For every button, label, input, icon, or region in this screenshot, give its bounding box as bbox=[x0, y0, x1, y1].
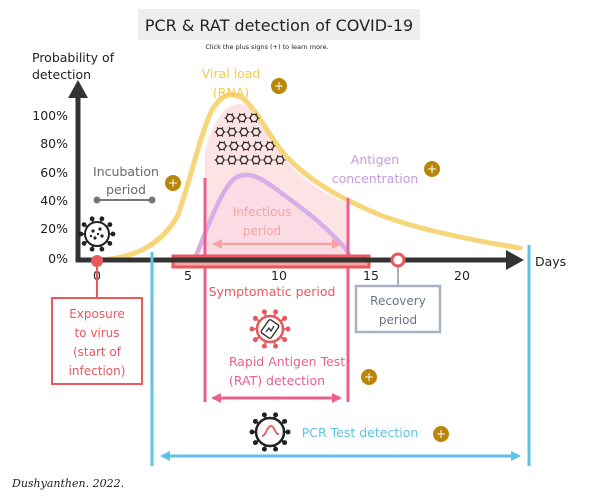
x-tick-label: 15 bbox=[363, 268, 379, 283]
virus-particle-cluster bbox=[214, 112, 286, 166]
virus-particle-icon bbox=[224, 112, 236, 124]
virus-particle-icon bbox=[236, 112, 248, 124]
infectious-label-line2: period bbox=[243, 224, 281, 238]
y-axis-label-line2: detection bbox=[32, 67, 91, 82]
author-signature: Dushyanthen. 2022. bbox=[11, 477, 124, 490]
exposure-box bbox=[51, 297, 143, 385]
antigen-label-line1: Antigen bbox=[351, 152, 399, 167]
virus-particle-icon bbox=[228, 140, 240, 152]
rat-label-line1: Rapid Antigen Test bbox=[229, 354, 345, 369]
rat-label-line2: (RAT) detection bbox=[229, 373, 325, 388]
page-title: PCR & RAT detection of COVID-19 bbox=[145, 16, 413, 35]
x-tick-label: 5 bbox=[184, 268, 192, 283]
virus-particle-icon bbox=[214, 126, 226, 138]
exposure-line1: Exposure bbox=[69, 307, 125, 321]
svg-text:+: + bbox=[436, 427, 446, 441]
title-box bbox=[138, 9, 420, 40]
recovery-dot bbox=[390, 252, 406, 268]
y-tick-label: 0% bbox=[48, 251, 68, 266]
rat-plus-button[interactable]: + bbox=[361, 369, 377, 385]
plus-icon bbox=[271, 78, 287, 94]
rat-test-icon bbox=[249, 309, 291, 349]
x-tick-label: 10 bbox=[271, 268, 287, 283]
antigen-label-line2: concentration bbox=[332, 171, 419, 186]
x-tick-label: 20 bbox=[454, 268, 470, 283]
pcr-label: PCR Test detection bbox=[302, 425, 419, 440]
y-tick-label: 20% bbox=[40, 221, 68, 236]
page-subtitle: Click the plus signs (+) to learn more. bbox=[205, 43, 328, 51]
incubation-label-line1: Incubation bbox=[93, 164, 159, 179]
incubation-label-line2: period bbox=[106, 182, 146, 197]
x-axis-label: Days bbox=[535, 254, 566, 269]
virus-particle-icon bbox=[250, 126, 262, 138]
x-tick-labels: 0 5 10 15 20 bbox=[93, 268, 470, 283]
recovery-line1: Recovery bbox=[370, 294, 426, 308]
y-tick-label: 60% bbox=[40, 165, 68, 180]
virus-particle-icon bbox=[226, 126, 238, 138]
virus-particle-icon bbox=[250, 154, 262, 166]
virus-icon bbox=[78, 216, 116, 252]
y-tick-label: 40% bbox=[40, 193, 68, 208]
virus-particle-icon bbox=[238, 126, 250, 138]
viral-load-label-line2: (RNA) bbox=[213, 85, 249, 100]
symptomatic-label: Symptomatic period bbox=[209, 284, 336, 299]
exposure-dot bbox=[91, 255, 103, 267]
svg-text:+: + bbox=[427, 162, 437, 176]
plus-icon bbox=[424, 161, 440, 177]
virus-particle-icon bbox=[240, 140, 252, 152]
y-axis-arrow bbox=[68, 80, 88, 98]
virus-particle-icon bbox=[274, 154, 286, 166]
incubation-start-dot bbox=[93, 196, 101, 204]
svg-text:+: + bbox=[168, 176, 178, 190]
y-axis-label-line1: Probability of bbox=[32, 50, 115, 65]
svg-text:+: + bbox=[274, 79, 284, 93]
plus-icon bbox=[361, 369, 377, 385]
viral-load-plus-button[interactable]: + bbox=[271, 78, 287, 94]
recovery-box bbox=[354, 284, 442, 334]
infectious-shading bbox=[205, 104, 348, 260]
exposure-line3: (start of bbox=[73, 345, 122, 359]
virus-particle-icon bbox=[252, 140, 264, 152]
plus-icon bbox=[165, 175, 181, 191]
pcr-plus-button[interactable]: + bbox=[433, 426, 449, 442]
svg-text:+: + bbox=[364, 370, 374, 384]
incubation-plus-button[interactable]: + bbox=[165, 175, 181, 191]
virus-particle-icon bbox=[264, 140, 276, 152]
recovery-line2: period bbox=[379, 313, 417, 327]
y-tick-label: 80% bbox=[40, 136, 68, 151]
antigen-curve bbox=[192, 172, 353, 261]
pcr-test-icon bbox=[249, 412, 291, 452]
viral-load-label-line1: Viral load bbox=[202, 66, 261, 81]
virus-particle-icon bbox=[216, 140, 228, 152]
exposure-line4: infection) bbox=[69, 364, 126, 378]
antigen-plus-button[interactable]: + bbox=[424, 161, 440, 177]
virus-particle-icon bbox=[248, 112, 260, 124]
viral-load-curve bbox=[97, 92, 523, 263]
virus-particle-icon bbox=[226, 154, 238, 166]
virus-particle-icon bbox=[238, 154, 250, 166]
incubation-end-dot bbox=[148, 196, 156, 204]
y-tick-labels: 100% 80% 60% 40% 20% 0% bbox=[32, 108, 68, 266]
virus-particle-icon bbox=[214, 154, 226, 166]
virus-particle-icon bbox=[262, 154, 274, 166]
exposure-line2: to virus bbox=[74, 326, 119, 340]
y-tick-label: 100% bbox=[32, 108, 68, 123]
infectious-label-line1: Infectious bbox=[233, 205, 292, 219]
plus-icon bbox=[433, 426, 449, 442]
x-axis-arrow bbox=[506, 250, 524, 270]
